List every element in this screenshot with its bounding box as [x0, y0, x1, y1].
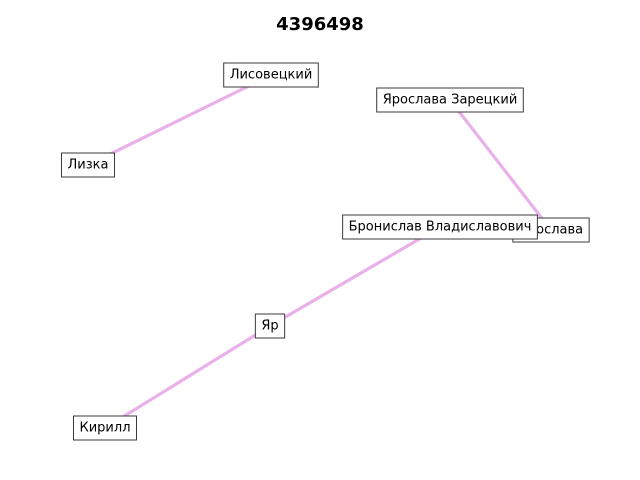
edges-layer	[86, 73, 553, 430]
graph-title: 4396498	[276, 14, 364, 35]
node-yaroslava_zaretsky: Ярослава Зарецкий	[376, 87, 524, 113]
node-kirill: Кирилл	[73, 415, 137, 441]
node-box	[223, 62, 319, 88]
edge-yar-kirill	[103, 324, 272, 430]
node-lisovetsky: Лисовецкий	[223, 62, 319, 88]
node-box	[376, 87, 524, 113]
edge-lizka-lisovetsky	[86, 73, 273, 167]
node-label: Лисовецкий	[230, 68, 313, 83]
edge-yaroslava_zaretsky-yaroslava	[448, 98, 553, 232]
node-label: Бронислав Владиславович	[349, 220, 532, 235]
node-box	[342, 214, 538, 240]
node-box	[73, 415, 137, 441]
node-yar: Яр	[254, 313, 286, 339]
node-bronislav: Бронислав Владиславович	[342, 214, 538, 240]
node-label: Ярослава Зарецкий	[383, 93, 518, 108]
node-label: Кирилл	[80, 421, 131, 436]
node-label: Лизка	[68, 158, 109, 173]
edge-bronislav-yar	[268, 225, 442, 328]
node-box	[254, 313, 286, 339]
node-label: Яр	[261, 319, 278, 334]
node-box	[61, 152, 115, 178]
node-lizka: Лизка	[61, 152, 115, 178]
